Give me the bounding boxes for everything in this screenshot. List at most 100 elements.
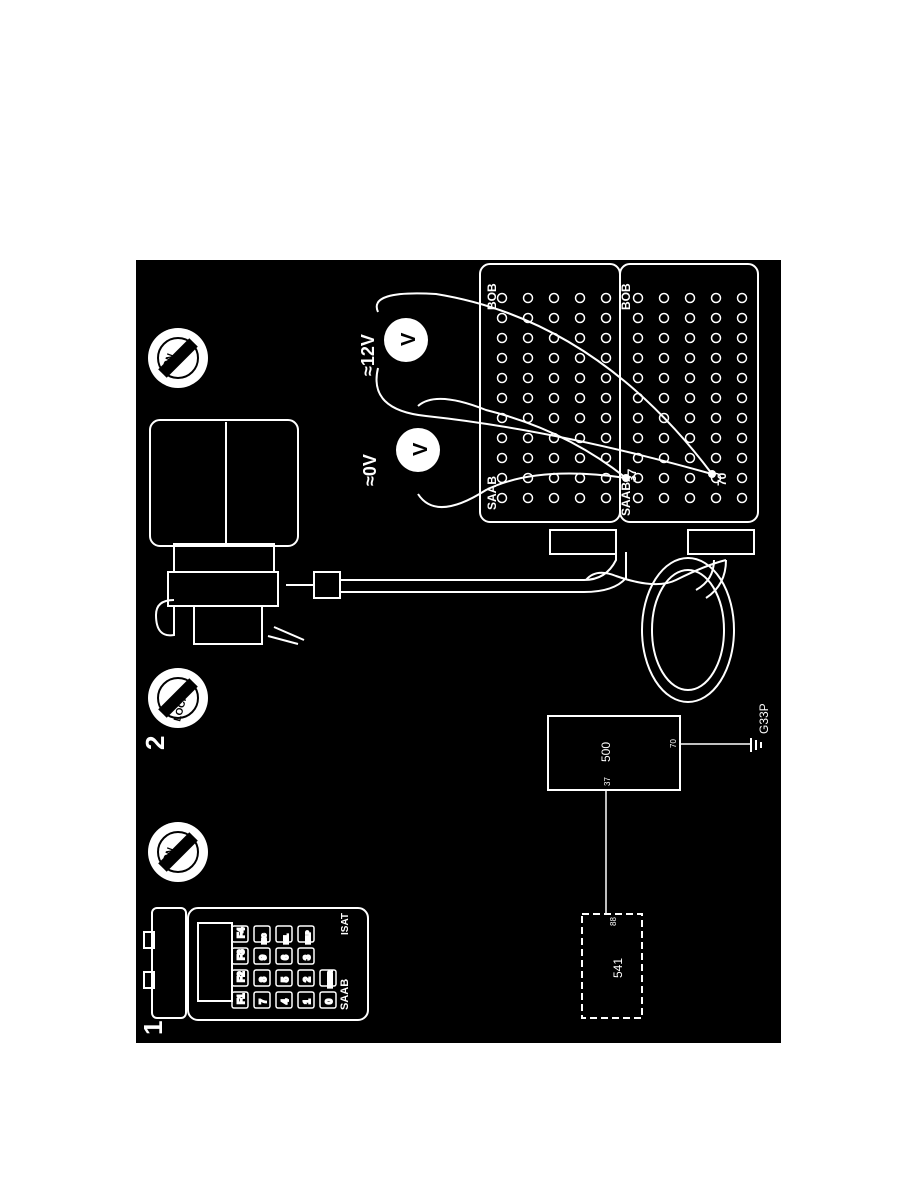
breakout-hole bbox=[658, 452, 670, 464]
voltmeter-12v-reading: ≈12V bbox=[358, 334, 378, 376]
isat-key-label: ESC bbox=[262, 933, 268, 944]
breakout-hole bbox=[600, 412, 612, 424]
breakout-hole bbox=[684, 412, 696, 424]
isat-key-label: F1 bbox=[236, 993, 246, 1004]
breakout-hole bbox=[522, 372, 534, 384]
isat-tester-connector-end bbox=[151, 907, 187, 1019]
isat-key-label: 0 bbox=[324, 999, 334, 1004]
control-module-housing bbox=[149, 419, 299, 547]
breakout-hole bbox=[574, 312, 586, 324]
component-500-label: 500 bbox=[599, 742, 613, 762]
probe-pin-37 bbox=[622, 474, 630, 482]
breakout-hole bbox=[632, 312, 644, 324]
ignition-switch-step1: ON bbox=[148, 822, 208, 882]
breakout-hole bbox=[600, 372, 612, 384]
isat-key-label: 2 bbox=[302, 977, 312, 982]
voltmeter-symbol: V bbox=[398, 332, 420, 346]
isat-key: 1 bbox=[297, 991, 315, 1009]
breakout-hole bbox=[522, 432, 534, 444]
breakout-hole bbox=[684, 492, 696, 504]
breakout-hole bbox=[548, 452, 560, 464]
breakout-hole bbox=[658, 332, 670, 344]
breakout-cables bbox=[340, 552, 735, 703]
isat-key-label: 8 bbox=[258, 977, 268, 982]
isat-key-label: DEL bbox=[284, 934, 290, 944]
breakout-hole bbox=[658, 432, 670, 444]
isat-cable-plug bbox=[143, 971, 155, 989]
isat-brand-label: SAAB bbox=[339, 979, 351, 1010]
breakout-hole bbox=[600, 352, 612, 364]
breakout-hole bbox=[736, 472, 748, 484]
breakout-hole bbox=[600, 432, 612, 444]
isat-key: F4 bbox=[231, 925, 249, 943]
breakout-hole bbox=[658, 392, 670, 404]
breakout-hole bbox=[658, 492, 670, 504]
breakout-hole bbox=[684, 472, 696, 484]
lead-12v-a bbox=[375, 367, 713, 475]
breakout-hole bbox=[600, 492, 612, 504]
breakout-hole bbox=[736, 332, 748, 344]
breakout-hole bbox=[736, 352, 748, 364]
ignition-switch-step2-on: ON bbox=[148, 328, 208, 388]
breakout-hole bbox=[600, 292, 612, 304]
breakout-hole bbox=[496, 312, 508, 324]
breakout-hole bbox=[496, 292, 508, 304]
breakout-hole bbox=[736, 312, 748, 324]
breakout-hole bbox=[574, 392, 586, 404]
component-541-box bbox=[581, 913, 643, 1019]
breakout-hole bbox=[632, 332, 644, 344]
breakout-hole bbox=[632, 352, 644, 364]
isat-key-label: 9 bbox=[258, 955, 268, 960]
breakout-hole bbox=[574, 352, 586, 364]
isat-key: 0 bbox=[319, 991, 337, 1009]
breakout-hole bbox=[736, 292, 748, 304]
breakout-hole bbox=[522, 352, 534, 364]
breakout-hole bbox=[600, 332, 612, 344]
isat-key: 7 bbox=[253, 991, 271, 1009]
breakout-hole bbox=[736, 492, 748, 504]
isat-key-label: ENTER bbox=[328, 971, 334, 988]
breakout-hole bbox=[632, 492, 644, 504]
breakout-hole bbox=[496, 332, 508, 344]
voltmeter-symbol: V bbox=[410, 442, 432, 456]
breakout-hole bbox=[574, 432, 586, 444]
breakout-hole bbox=[548, 492, 560, 504]
key-icon bbox=[158, 338, 198, 378]
component-541-pin: 88 bbox=[609, 917, 618, 926]
breakout-hole bbox=[736, 432, 748, 444]
lead-12v-b bbox=[375, 292, 713, 475]
breakout-hole bbox=[684, 292, 696, 304]
breakout-hole bbox=[736, 392, 748, 404]
breakout-hole bbox=[684, 332, 696, 344]
breakout-hole bbox=[548, 412, 560, 424]
isat-key: 4 bbox=[275, 991, 293, 1009]
breakout-hole bbox=[710, 432, 722, 444]
component-541-label: 541 bbox=[611, 958, 625, 978]
component-500-pin-70: 70 bbox=[669, 739, 678, 748]
isat-key: ENTER bbox=[319, 969, 337, 989]
box2-pin-label: 70 bbox=[715, 472, 729, 486]
component-500-box bbox=[547, 715, 681, 791]
isat-key-label: 4 bbox=[280, 999, 290, 1004]
breakout-hole bbox=[710, 392, 722, 404]
breakout-hole bbox=[600, 392, 612, 404]
isat-key: 8 bbox=[253, 969, 271, 987]
isat-key-label: 5 bbox=[280, 977, 290, 982]
breakout-hole bbox=[658, 292, 670, 304]
isat-key-label: F4 bbox=[236, 927, 246, 938]
isat-key-label: F2 bbox=[236, 971, 246, 982]
cable-to-box-2 bbox=[585, 559, 727, 586]
ignition-on-label: ON bbox=[161, 846, 176, 864]
isat-model-label: ISAT bbox=[340, 913, 351, 935]
control-module bbox=[149, 419, 341, 645]
breakout-hole bbox=[710, 352, 722, 364]
breakout-hole bbox=[658, 412, 670, 424]
breakout-box-1 bbox=[479, 263, 621, 555]
ignition-switch-step2: LOCK bbox=[148, 668, 208, 728]
isat-key: DEL bbox=[275, 925, 293, 945]
box1-bob-label: BOB bbox=[485, 283, 499, 310]
breakout-hole bbox=[496, 432, 508, 444]
